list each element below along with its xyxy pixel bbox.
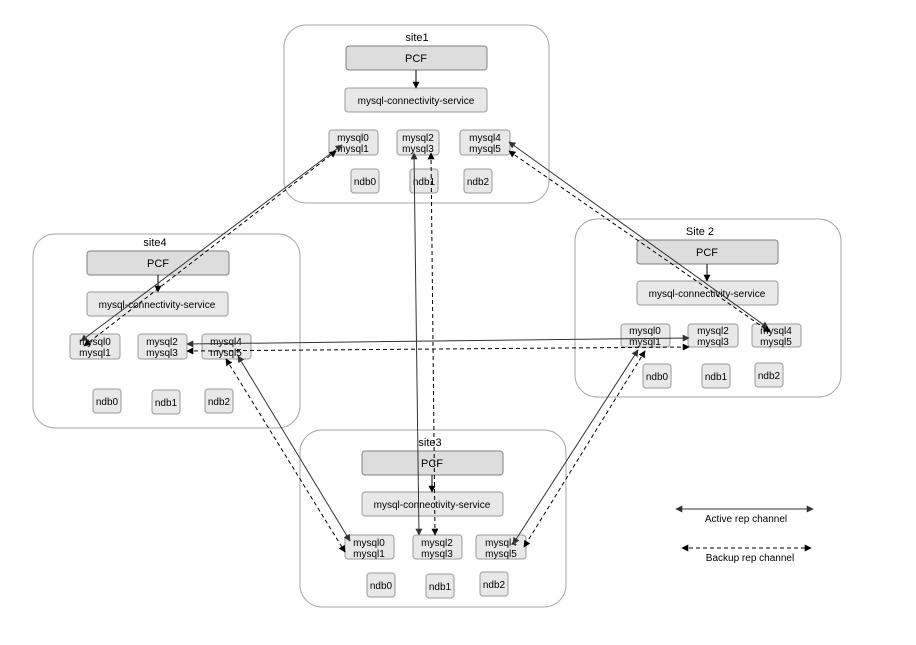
site3-ndb2-label: ndb2 [483, 580, 506, 591]
site1-ndb0-label: ndb0 [354, 177, 377, 188]
site3-mysql5-label: mysql5 [485, 549, 517, 560]
site4-mysql4-label: mysql4 [210, 337, 242, 348]
site3-mysql4-label: mysql4 [485, 538, 517, 549]
site3-ndb0-box [366, 572, 396, 598]
site3-mysql3-label: mysql3 [421, 549, 453, 560]
site4-mysql2-label: mysql2 [146, 337, 178, 348]
site4-mysql1-label: mysql1 [79, 348, 111, 359]
site1-ndb2-box [463, 168, 493, 194]
site2-title: Site 2 [686, 226, 714, 238]
site1-group: site1 PCF mysql-connectivity-service mys… [283, 24, 550, 204]
site1-mysql0-label: mysql0 [337, 133, 369, 144]
site4-mysql3-label: mysql3 [146, 348, 178, 359]
backup-channel-site2-site3 [523, 350, 646, 548]
site4-ndb2-label: ndb2 [208, 397, 231, 408]
site3-ndb1-label: ndb1 [429, 582, 452, 593]
site1-mysql2-label: mysql2 [402, 133, 434, 144]
site2-service-label: mysql-connectivity-service [649, 289, 766, 300]
site3-service-label: mysql-connectivity-service [374, 500, 491, 511]
site3-ndb2-box [479, 571, 509, 597]
site1-ndb2-label: ndb2 [467, 177, 490, 188]
site2-ndb2-label: ndb2 [758, 371, 781, 382]
site4-title: site4 [143, 237, 166, 249]
legend-backup-label: Backup rep channel [706, 553, 794, 564]
site3-title: site3 [418, 437, 441, 449]
site1-service-label: mysql-connectivity-service [358, 96, 475, 107]
site3-ndb1-box [425, 573, 455, 599]
site4-mysql5-label: mysql5 [210, 348, 242, 359]
site4-pcf-label: PCF [147, 258, 169, 270]
site4-ndb0-label: ndb0 [96, 397, 119, 408]
site1-mysql3-label: mysql3 [402, 144, 434, 155]
site2-pcf-label: PCF [696, 247, 718, 259]
site2-mysql3-label: mysql3 [697, 337, 729, 348]
site3-mysql0-label: mysql0 [353, 538, 385, 549]
site2-mysql5-label: mysql5 [760, 337, 792, 348]
backup-channel-site1-site2 [508, 150, 771, 333]
site2-ndb1-label: ndb1 [705, 372, 728, 383]
legend-active-label: Active rep channel [705, 514, 787, 525]
site1-mysql4-label: mysql4 [469, 133, 501, 144]
site2-ndb0-label: ndb0 [646, 372, 669, 383]
site3-mysql1-label: mysql1 [353, 549, 385, 560]
site2-group: Site 2 PCF mysql-connectivity-service my… [574, 218, 842, 398]
active-channel-site4-site2 [186, 334, 690, 348]
site4-service-label: mysql-connectivity-service [99, 300, 216, 311]
site1-ndb1-label: ndb1 [413, 177, 436, 188]
site4-ndb1-box [151, 389, 181, 415]
site3-pcf-label: PCF [421, 458, 443, 470]
site1-mysql1-label: mysql1 [337, 144, 369, 155]
site2-mysql4-label: mysql4 [760, 326, 792, 337]
site2-mysql2-label: mysql2 [697, 326, 729, 337]
site1-pcf-label: PCF [405, 53, 427, 65]
site4-group: site4 PCF mysql-connectivity-service mys… [32, 233, 301, 429]
legend: Active rep channel Backup rep channel [675, 505, 814, 564]
site4-ndb1-label: ndb1 [155, 398, 178, 409]
site3-ndb0-label: ndb0 [370, 581, 393, 592]
site3-mysql2-label: mysql2 [421, 538, 453, 549]
site1-ndb0-box [350, 168, 380, 194]
site2-ndb1-box [701, 363, 731, 389]
backup-channel-site4-site3 [225, 358, 346, 553]
site3-group: site3 PCF mysql-connectivity-service mys… [299, 429, 567, 608]
site2-mysql0-label: mysql0 [629, 326, 661, 337]
site4-ndb0-box [92, 388, 122, 414]
site1-title: site1 [405, 32, 428, 44]
site1-mysql5-label: mysql5 [469, 144, 501, 155]
site2-ndb2-box [754, 362, 784, 388]
